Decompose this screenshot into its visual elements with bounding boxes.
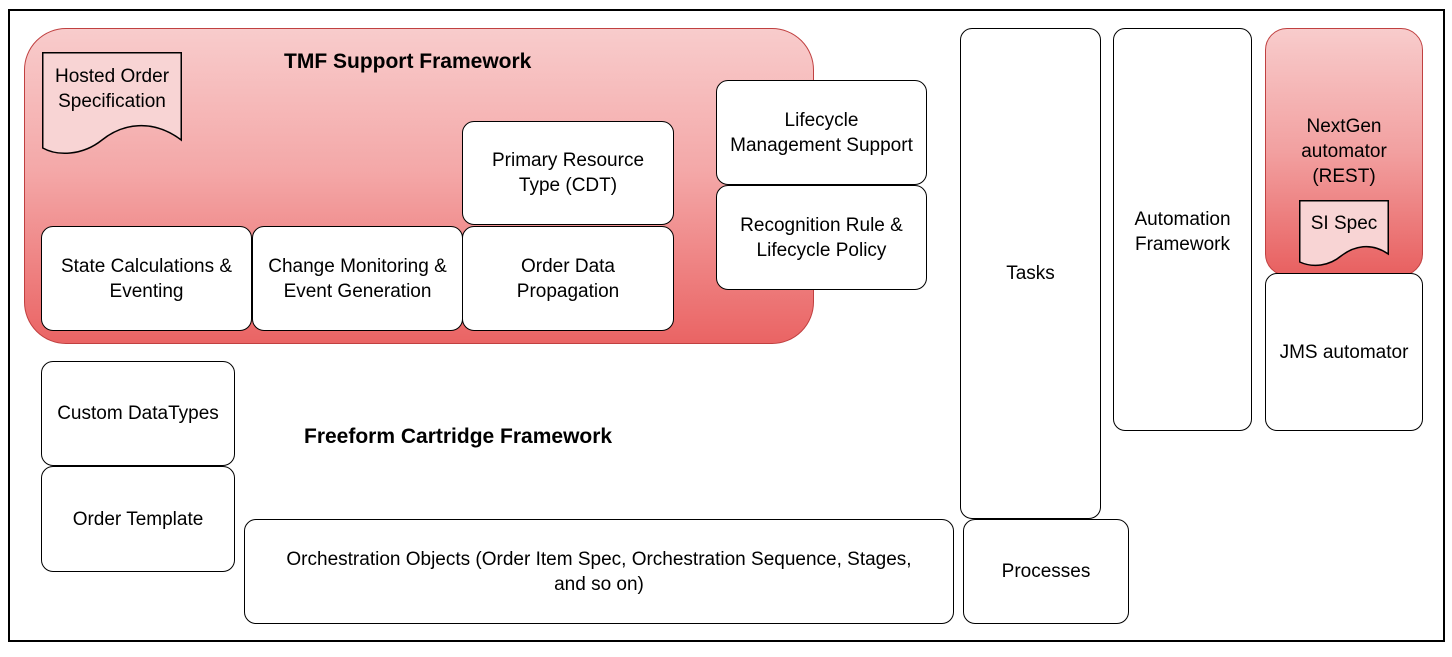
si-spec-label: SI Spec [1310, 213, 1378, 234]
freeform-cartridge-framework-title: Freeform Cartridge Framework [304, 425, 613, 448]
custom-datatypes-box: Custom DataTypes [41, 361, 235, 466]
change-monitoring-event-generation-box: Change Monitoring & Event Generation [252, 226, 463, 331]
recognition-rule-lifecycle-policy-box: Recognition Rule & Lifecycle Policy [716, 185, 927, 290]
primary-resource-type-box: Primary Resource Type (CDT) [462, 121, 674, 225]
lifecycle-management-support-box: Lifecycle Management Support [716, 80, 927, 185]
automation-framework-box: Automation Framework [1113, 28, 1252, 431]
jms-automator-box: JMS automator [1265, 273, 1423, 431]
tasks-box: Tasks [960, 28, 1101, 519]
order-template-box: Order Template [41, 466, 235, 572]
orchestration-objects-box: Orchestration Objects (Order Item Spec, … [244, 519, 954, 624]
tmf-support-framework-title: TMF Support Framework [284, 50, 532, 73]
hosted-order-specification-document-icon [42, 52, 182, 154]
processes-box: Processes [963, 519, 1129, 624]
hosted-order-specification-label: Hosted Order Specification [54, 66, 170, 112]
order-data-propagation-box: Order Data Propagation [462, 226, 674, 331]
state-calculations-eventing-box: State Calculations & Eventing [41, 226, 252, 331]
si-spec-document-icon [1299, 200, 1389, 267]
nextgen-automator-label: NextGen automator (REST) [1301, 116, 1387, 187]
